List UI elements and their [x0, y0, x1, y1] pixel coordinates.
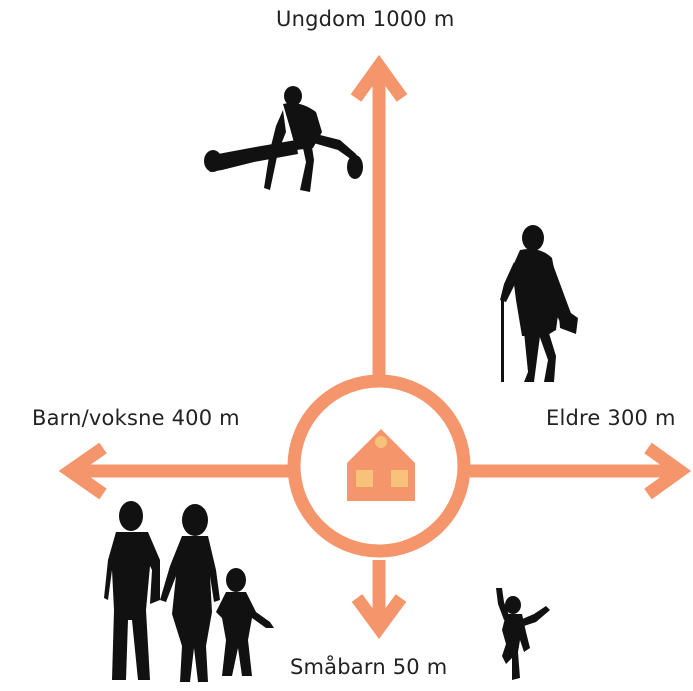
- label-toddlers: Småbarn 50 m: [290, 655, 448, 679]
- house-icon: [347, 429, 415, 501]
- label-elderly: Eldre 300 m: [546, 406, 676, 430]
- arrow-right: [470, 442, 692, 500]
- arrow-down: [351, 560, 407, 639]
- direction-arrows: [58, 54, 692, 639]
- arrow-left: [58, 442, 290, 500]
- arrow-up: [350, 54, 408, 377]
- label-children-adults: Barn/voksne 400 m: [32, 406, 240, 430]
- elderly-with-cane-silhouette: [500, 225, 578, 382]
- running-child-silhouette: [496, 588, 550, 680]
- jumping-youth-silhouette: [204, 86, 363, 192]
- label-youth: Ungdom 1000 m: [276, 7, 455, 31]
- family-walking-silhouette: [104, 501, 274, 682]
